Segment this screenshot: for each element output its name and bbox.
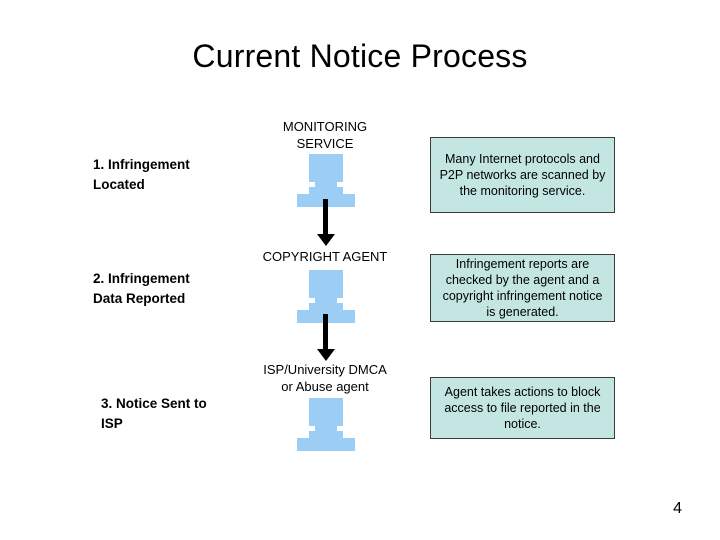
- description-text: Agent takes actions to block access to f…: [444, 385, 601, 431]
- down-arrow-icon: [315, 314, 337, 362]
- step-label-1: 1. Infringement Located: [93, 157, 190, 192]
- page-number: 4: [673, 500, 682, 517]
- step-label-2: 2. Infringement Data Reported: [93, 271, 190, 306]
- down-arrow-icon: [315, 199, 337, 247]
- description-box-3: Agent takes actions to block access to f…: [430, 377, 615, 439]
- node-caption-copyright-agent: COPYRIGHT AGENT: [262, 249, 388, 264]
- step-label-3: 3. Notice Sent to ISP: [101, 396, 207, 431]
- monitor-icon: [297, 270, 355, 324]
- monitor-icon: [297, 398, 355, 452]
- description-text: Infringement reports are checked by the …: [442, 257, 603, 319]
- description-box-1: Many Internet protocols and P2P networks…: [430, 137, 615, 213]
- description-box-2: Infringement reports are checked by the …: [430, 254, 615, 322]
- node-caption-monitoring-service: MONITORING SERVICE: [282, 119, 368, 151]
- description-text: Many Internet protocols and P2P networks…: [439, 152, 606, 198]
- monitor-icon: [297, 154, 355, 208]
- page-title: Current Notice Process: [192, 38, 528, 74]
- node-caption-isp-dmca-agent: ISP/University DMCA or Abuse agent: [263, 362, 387, 394]
